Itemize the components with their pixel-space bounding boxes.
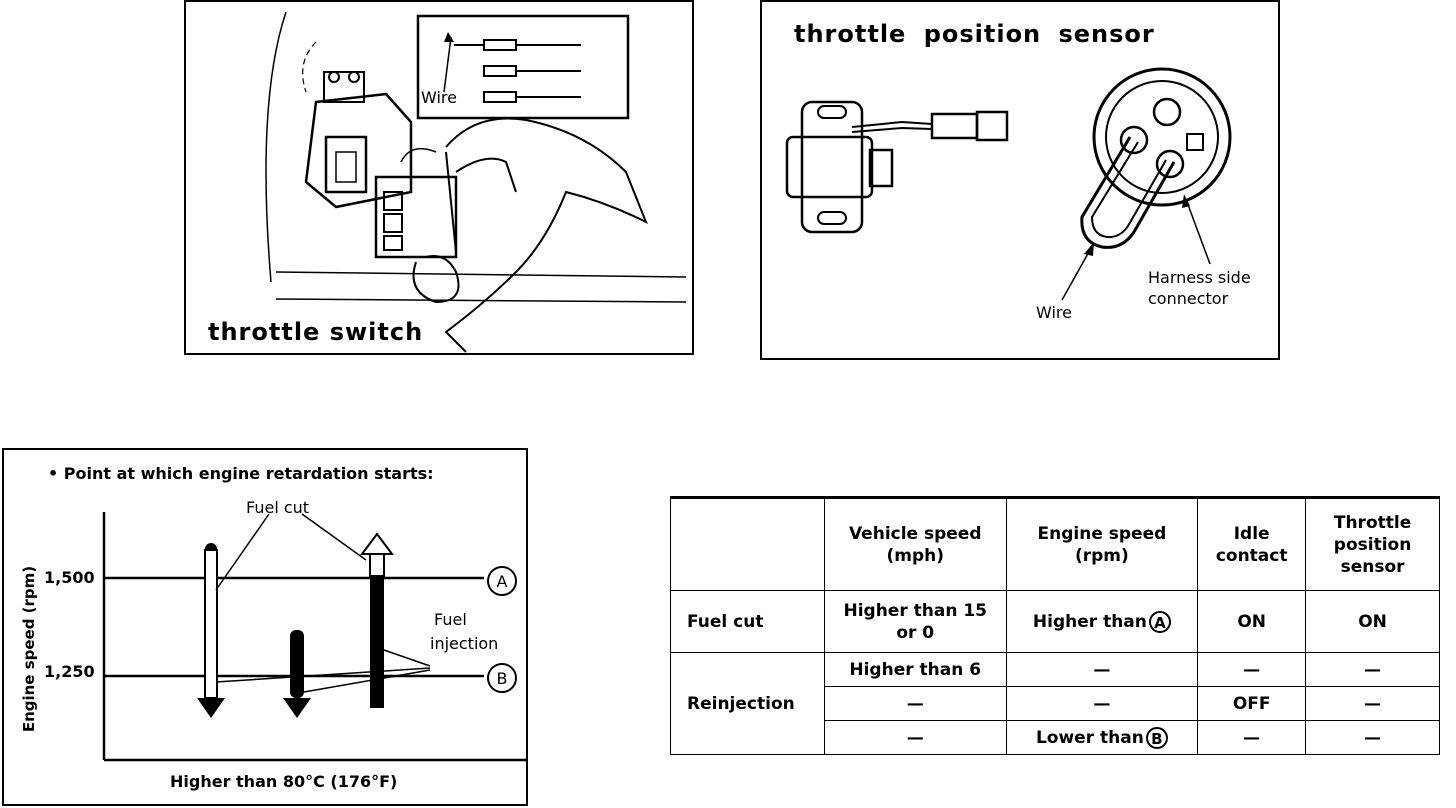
cell-reinj-3-vehicle-speed: — <box>823 720 1007 755</box>
fuel-injection-label-1: Fuel <box>434 610 467 629</box>
hand <box>412 117 648 353</box>
throttle-position-sensor-title: throttle position sensor <box>794 20 1155 48</box>
cell-reinj-1-tps: — <box>1305 652 1440 687</box>
connector <box>374 175 458 259</box>
cell-reinj-1-vehicle-speed: Higher than 6 <box>823 652 1007 687</box>
bar-1 <box>204 549 218 699</box>
harness-connector-label-2: connector <box>1148 289 1229 308</box>
throttle-switch-title: throttle switch <box>208 318 424 346</box>
cell-fuel-cut-idle: ON <box>1197 590 1307 653</box>
marker-b-text: B <box>497 669 508 688</box>
wire-label: Wire <box>421 88 457 107</box>
tps-wire-label: Wire <box>1036 303 1072 322</box>
throttle-position-sensor-illustration <box>785 67 1232 301</box>
row-label-fuel-cut: Fuel cut <box>670 590 825 653</box>
cell-reinj-1-idle: — <box>1197 652 1307 687</box>
fuel-cut-label: Fuel cut <box>246 498 310 517</box>
cell-reinj-2-idle: OFF <box>1197 686 1307 721</box>
header-engine-speed: Engine speed(rpm) <box>1005 498 1199 591</box>
cell-reinj-2-vehicle-speed: — <box>823 686 1007 721</box>
tick-1500: 1,500 <box>44 568 95 587</box>
header-vehicle-speed: Vehicle speed(mph) <box>823 498 1007 591</box>
cell-reinj-2-engine-speed: — <box>1005 686 1199 721</box>
graph-note: • Point at which engine retardation star… <box>48 464 434 483</box>
table-top-rule <box>670 496 1440 499</box>
marker-a-circle: A <box>1148 610 1171 633</box>
fuel-injection-label-2: injection <box>430 634 499 653</box>
throttle-switch-panel: Wire throttle switch <box>184 0 694 355</box>
table-row-reinjection-1: Reinjection Higher than 6 — — — <box>670 652 1440 755</box>
throttle-position-sensor-panel: throttle position sensor Harness side co… <box>760 0 1280 360</box>
wire-loop <box>1080 136 1176 249</box>
cell-reinj-3-idle: — <box>1197 720 1307 755</box>
marker-b-circle: B <box>1145 726 1168 749</box>
harness-connector <box>1092 67 1232 207</box>
table-row-reinjection-2: — — OFF — <box>671 686 1440 721</box>
tick-1250: 1,250 <box>44 662 95 681</box>
bar-2 <box>290 630 304 698</box>
bar-3-arrow <box>360 532 394 555</box>
bar-1-arrow <box>197 698 225 718</box>
cell-reinj-3-tps: — <box>1305 720 1440 755</box>
header-empty <box>670 498 825 591</box>
wire-inset-box <box>416 14 630 120</box>
row-label-reinjection: Reinjection <box>670 652 825 755</box>
x-axis-label: Higher than 80°C (176°F) <box>170 772 398 791</box>
throttle-switch-body <box>323 71 365 103</box>
marker-a <box>487 566 517 596</box>
table-header-row: Vehicle speed(mph) Engine speed(rpm) Idl… <box>670 498 1440 591</box>
fuel-cut-graph: A B <box>102 512 526 762</box>
fuel-cut-table: Vehicle speed(mph) Engine speed(rpm) Idl… <box>670 498 1440 755</box>
marker-a-text: A <box>497 572 508 591</box>
throttle-switch-illustration <box>265 11 687 353</box>
cell-reinj-1-engine-speed: — <box>1005 652 1199 687</box>
fuel-cut-graph-panel: • Point at which engine retardation star… <box>2 448 528 806</box>
marker-b <box>487 663 517 693</box>
harness-connector-label-1: Harness side <box>1148 268 1251 287</box>
bar-3 <box>370 576 384 708</box>
cell-fuel-cut-tps: ON <box>1305 590 1440 653</box>
bar-2-arrow <box>283 698 311 718</box>
cell-reinj-2-tps: — <box>1305 686 1440 721</box>
